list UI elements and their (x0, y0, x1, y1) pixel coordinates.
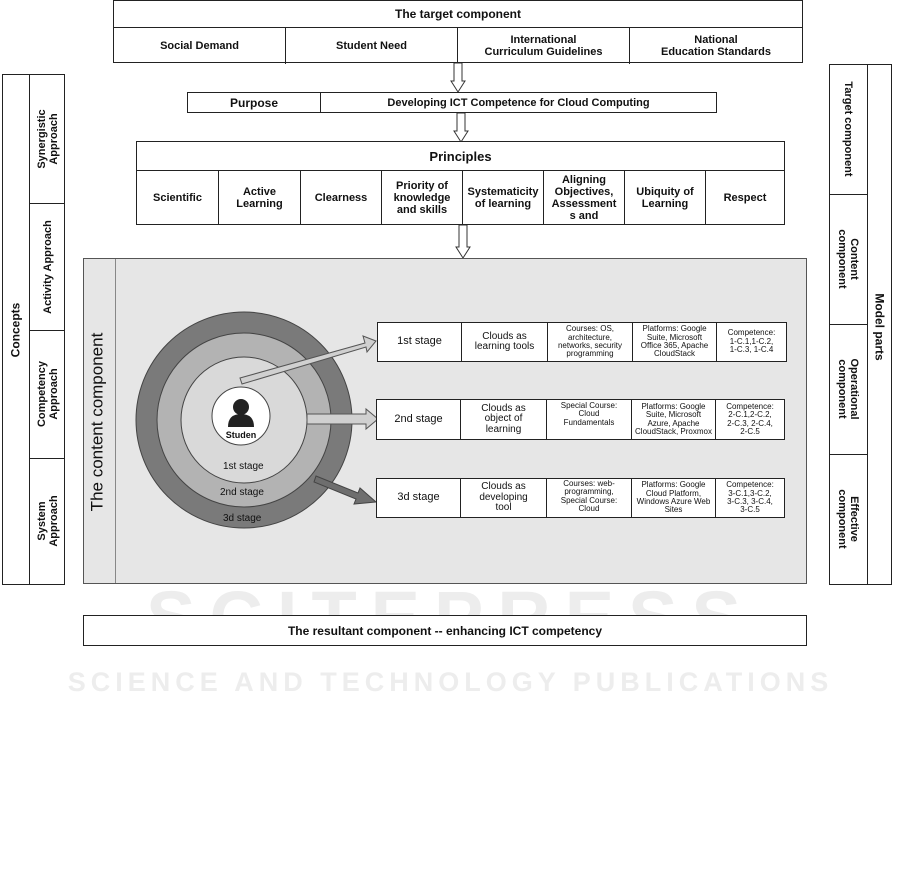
target-item: International Curriculum Guidelines (458, 28, 630, 64)
resultant-text: The resultant component -- enhancing ICT… (287, 623, 603, 638)
purpose-row: Purpose Developing ICT Competence for Cl… (187, 92, 717, 113)
stage-platforms: Platforms: Google Suite, Microsoft Offic… (633, 323, 717, 361)
stage-row: 2nd stage Clouds as object of learning S… (376, 399, 785, 440)
ring-label: 1st stage (223, 461, 264, 472)
principle-item: Ubiquity of Learning (625, 171, 706, 225)
target-component: The target component Social Demand Stude… (113, 0, 803, 64)
stage-name: 1st stage (378, 323, 462, 361)
model-parts-title: Model parts (872, 293, 887, 361)
model-part-item: Effective component (836, 489, 861, 549)
principle-item: Systematicity of learning (463, 171, 544, 225)
stage-rings (135, 311, 353, 529)
concept-item: Synergistic Approach (35, 109, 60, 169)
model-parts-panel: Model parts Target component Content com… (829, 64, 892, 585)
concept-item: Competency Approach (35, 360, 60, 428)
stage-competence: Competence: 1-C.1,1-C.2, 1-C.3, 1-C.4 (727, 328, 776, 355)
stage-clouds: Clouds as developing tool (461, 479, 547, 517)
principle-item: Respect (723, 191, 767, 204)
principle-item: Scientific (137, 171, 219, 225)
model-part-item: Operational component (836, 358, 861, 420)
stage-row: 1st stage Clouds as learning tools Cours… (377, 322, 787, 362)
concepts-panel: Concepts Synergistic Approach Activity A… (2, 74, 65, 585)
model-part-item: Target component (842, 81, 855, 177)
principle-item: Aligning Objectives, Assessment s and (544, 171, 625, 225)
principles: Principles Scientific Active Learning Cl… (136, 141, 785, 225)
stage-row: 3d stage Clouds as developing tool Cours… (376, 478, 785, 518)
arrow-down-icon (453, 113, 469, 143)
student-label: Studen (225, 430, 257, 440)
target-item: Social Demand (114, 28, 286, 64)
target-title: The target component (114, 1, 802, 28)
stage-name: 3d stage (377, 479, 461, 517)
person-icon (228, 399, 254, 427)
resultant-component: The resultant component -- enhancing ICT… (83, 615, 807, 646)
principle-item: Priority of knowledge and skills (382, 171, 463, 225)
content-title: The content component (87, 332, 107, 512)
principle-item: Active Learning (219, 171, 301, 225)
target-item: National Education Standards (660, 33, 772, 58)
stage-platforms: Platforms: Google Suite, Microsoft Azure… (632, 400, 716, 439)
arrow-right-icon (306, 407, 379, 431)
principles-items: Scientific Active Learning Clearness Pri… (137, 171, 784, 225)
stage-arrows (239, 335, 379, 505)
arrow-right-icon (313, 475, 378, 505)
stage-courses: Special Course: Cloud Fundamentals (547, 400, 632, 439)
stage-courses: Courses: web- programming, Special Cours… (547, 479, 632, 517)
stage-name: 2nd stage (377, 400, 461, 439)
purpose-text: Developing ICT Competence for Cloud Comp… (387, 96, 650, 109)
stage-competence: Competence: 3-C.1,3-C.2, 3-C.3, 3-C.4, 3… (726, 480, 774, 515)
target-item: Student Need (286, 28, 458, 64)
concept-item: Activity Approach (41, 220, 54, 314)
target-items: Social Demand Student Need International… (114, 28, 802, 64)
stage-courses: Courses: OS, architecture, networks, sec… (548, 323, 633, 361)
model-part-item: Content component (836, 229, 861, 289)
ring-label: 2nd stage (220, 487, 264, 498)
arrow-right-icon (239, 335, 377, 385)
principles-title: Principles (137, 142, 784, 171)
stage-clouds: Clouds as object of learning (461, 400, 547, 439)
ring-label: 3d stage (223, 513, 262, 524)
stage-competence: Competence: 2-C.1,2-C.2, 2-C.3, 2-C.4, 2… (726, 401, 774, 436)
concepts-title: Concepts (8, 302, 23, 358)
arrow-down-icon (455, 225, 471, 259)
principle-item: Clearness (301, 171, 382, 225)
arrow-down-icon (450, 63, 466, 93)
stage-clouds: Clouds as learning tools (462, 323, 548, 361)
stage-platforms: Platforms: Google Cloud Platform, Window… (632, 479, 716, 517)
concept-item: System Approach (35, 495, 60, 547)
purpose-label: Purpose (188, 93, 321, 112)
watermark-subtitle: SCIENCE AND TECHNOLOGY PUBLICATIONS (67, 667, 834, 697)
